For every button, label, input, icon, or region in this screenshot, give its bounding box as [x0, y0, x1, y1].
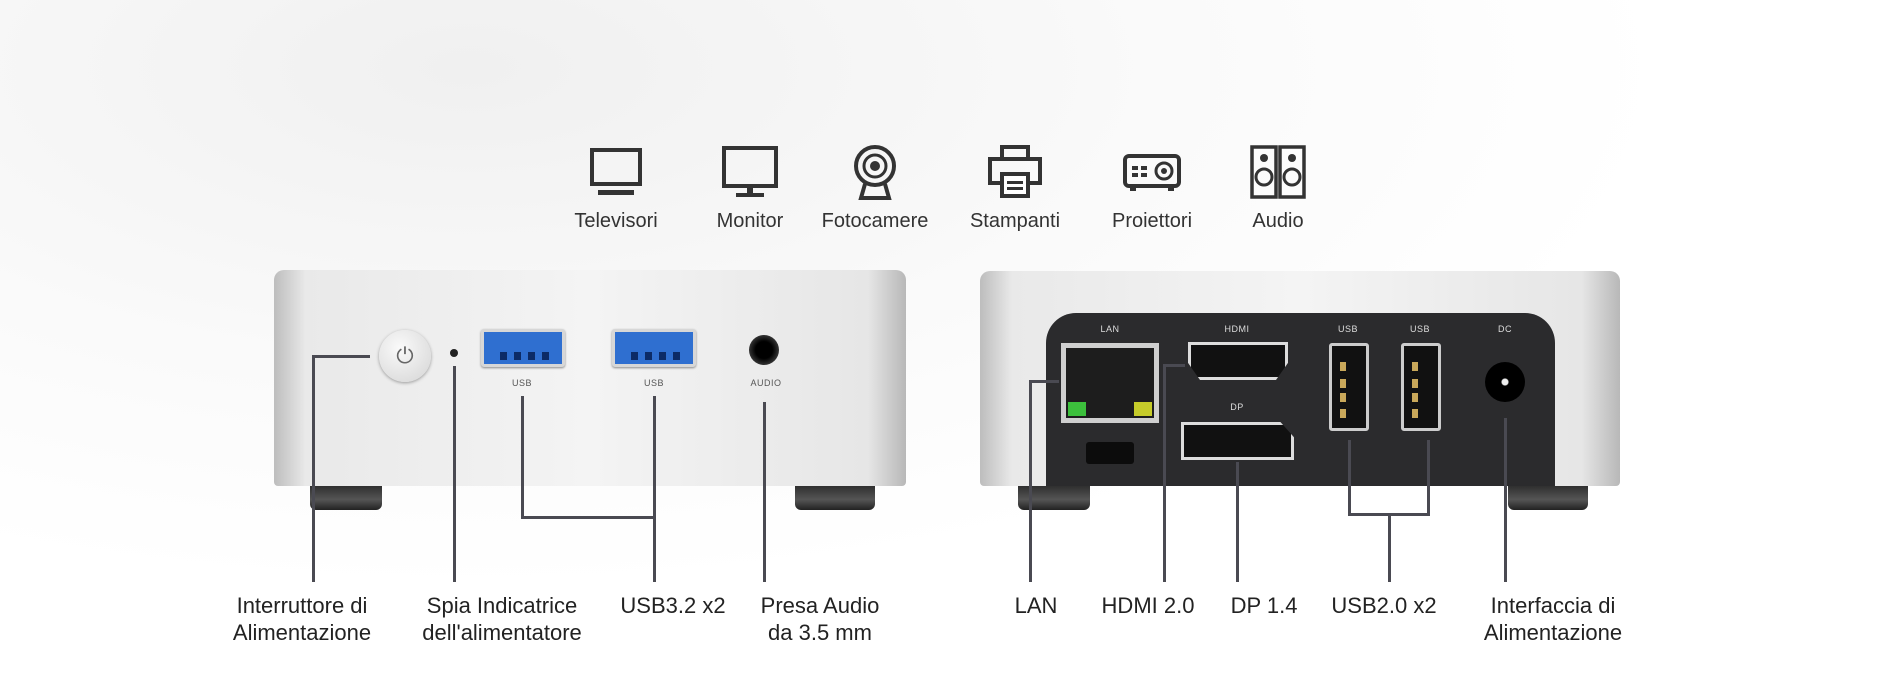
front-chassis: [274, 270, 906, 486]
audio-jack: [749, 335, 779, 365]
tv-icon: [586, 144, 646, 200]
callout-line: [653, 396, 656, 582]
usb2-port: [1329, 343, 1369, 431]
device-label: Monitor: [716, 210, 784, 232]
callout-usb20: USB2.0 x2: [1331, 593, 1437, 618]
callout-line: [1029, 380, 1059, 383]
power-led: [450, 349, 458, 357]
dc-jack: [1485, 362, 1525, 402]
device-label: Fotocamere: [821, 210, 929, 232]
callout-line: [1163, 364, 1166, 582]
callout-line: [1236, 462, 1239, 582]
port-label: DP: [1230, 402, 1244, 412]
callout-line: [1163, 364, 1185, 367]
callout-line: [1348, 440, 1351, 515]
power-icon: ⏻: [396, 343, 414, 368]
port-label: USB: [1337, 324, 1359, 334]
port-label: USB: [511, 378, 533, 388]
usb3-port: [481, 329, 565, 367]
webcam-icon: [845, 144, 905, 200]
usb2-port: [1401, 343, 1441, 431]
callout-line: [1427, 440, 1430, 515]
callout-line: [1504, 418, 1507, 582]
lan-port: [1061, 343, 1159, 423]
foot: [795, 484, 875, 510]
callout-hdmi: HDMI 2.0: [1101, 593, 1195, 618]
callout-line: [312, 355, 315, 582]
callout-line: [763, 402, 766, 582]
projector-icon: [1122, 144, 1182, 200]
port-label: LAN: [1100, 324, 1120, 334]
callout-usb32: USB3.2 x2: [620, 593, 726, 618]
usb3-port: [612, 329, 696, 367]
device-label: Audio: [1252, 210, 1304, 232]
displayport-port: [1181, 422, 1294, 460]
device-label: Stampanti: [969, 210, 1061, 232]
printer-icon: [985, 144, 1045, 200]
callout-line: [521, 396, 524, 519]
callout-line: [312, 355, 370, 358]
hdmi-port: [1188, 342, 1288, 380]
foot: [310, 484, 382, 510]
device-label: Proiettori: [1111, 210, 1193, 232]
kensington-slot: [1086, 442, 1134, 464]
power-button[interactable]: ⏻: [379, 330, 431, 382]
port-label: USB: [643, 378, 665, 388]
callout-lan: LAN: [1014, 593, 1058, 618]
callout-line: [1388, 513, 1391, 582]
device-label: Televisori: [574, 210, 658, 232]
callout-dp: DP 1.4: [1230, 593, 1298, 618]
monitor-icon: [720, 144, 780, 200]
port-label: AUDIO: [750, 378, 782, 388]
port-label: HDMI: [1224, 324, 1250, 334]
callout-line: [1029, 380, 1032, 582]
foot: [1508, 484, 1588, 510]
port-label: USB: [1409, 324, 1431, 334]
speakers-icon: [1248, 144, 1308, 200]
callout-line: [453, 366, 456, 582]
callout-line: [521, 516, 656, 519]
port-label: DC: [1498, 324, 1512, 334]
